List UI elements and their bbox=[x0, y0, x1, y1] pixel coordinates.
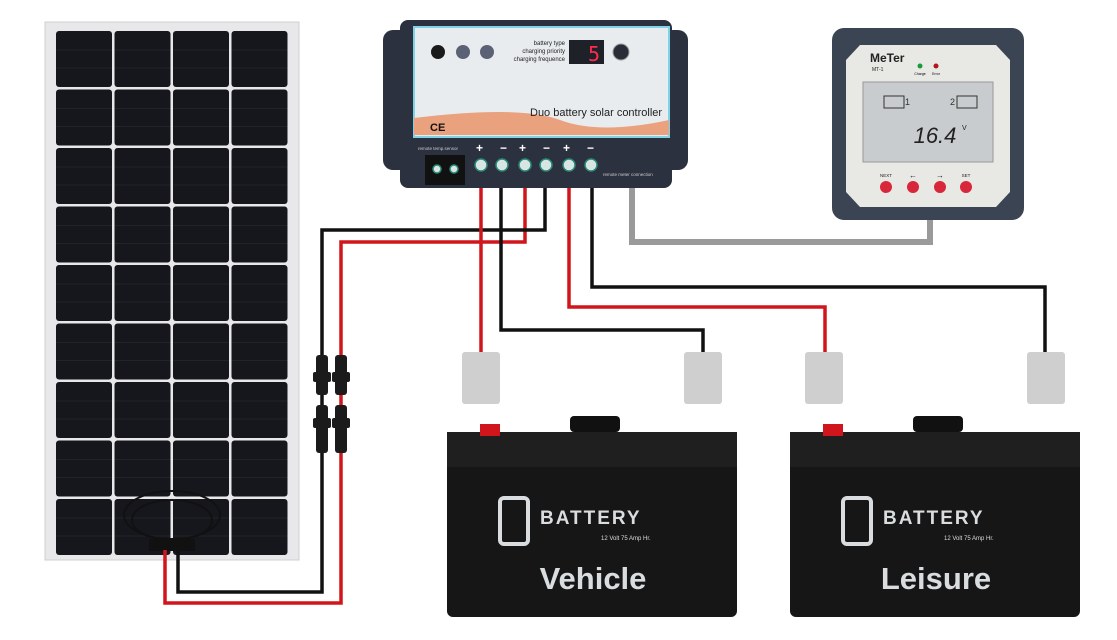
meter-cable bbox=[629, 185, 933, 245]
meter-model: MT-1 bbox=[872, 67, 884, 73]
battery-leisure: BATTERY 12 Volt 75 Amp Hr. Leisure bbox=[790, 352, 1080, 617]
remote-meter: MeTer MT-1 Charge Error 1 2 16.4 V NEXT … bbox=[832, 28, 1024, 220]
display-value: 5 bbox=[588, 42, 600, 66]
sign: − bbox=[543, 141, 550, 155]
ce-mark: CE bbox=[430, 122, 445, 134]
left-button[interactable] bbox=[907, 181, 919, 193]
battery-name: Vehicle bbox=[540, 561, 647, 596]
solar-panel bbox=[44, 21, 300, 561]
battery-brand: BATTERY bbox=[540, 508, 642, 529]
sign: − bbox=[500, 141, 507, 155]
right-label: → bbox=[936, 171, 944, 180]
menu-charging-frequence: charging frequence bbox=[514, 57, 566, 63]
terminals bbox=[432, 158, 598, 174]
remote-meter-label: remote meter connection bbox=[603, 172, 653, 177]
set-label: SET bbox=[962, 173, 971, 178]
leisure-positive-wire bbox=[567, 185, 827, 352]
terminal-pv-positive bbox=[518, 158, 532, 172]
meter-brand: MeTer bbox=[870, 51, 905, 65]
positive-clamp bbox=[462, 352, 500, 404]
positive-clamp bbox=[805, 352, 843, 404]
charge-led-label: Charge bbox=[914, 72, 926, 76]
menu-battery-type: battery type bbox=[534, 41, 566, 47]
next-label: NEXT bbox=[880, 173, 892, 178]
battery-vehicle: BATTERY 12 Volt 75 Amp Hr. Vehicle bbox=[447, 352, 737, 617]
right-button[interactable] bbox=[934, 181, 946, 193]
left-label: ← bbox=[909, 171, 917, 180]
sign: + bbox=[476, 141, 483, 155]
battery-brand: BATTERY bbox=[883, 508, 985, 529]
negative-clamp bbox=[684, 352, 722, 404]
led-display bbox=[569, 40, 604, 64]
terminal-battery1-positive bbox=[474, 158, 488, 172]
battery-name: Leisure bbox=[881, 561, 991, 596]
battery-2-index: 2 bbox=[950, 97, 955, 107]
next-button[interactable] bbox=[880, 181, 892, 193]
controller-title: Duo battery solar controller bbox=[530, 107, 662, 119]
battery-1-index: 1 bbox=[905, 97, 910, 107]
terminal-battery2-positive bbox=[562, 158, 576, 172]
set-button[interactable] bbox=[960, 181, 972, 193]
leisure-negative-wire bbox=[590, 185, 1047, 352]
junction-box-cable bbox=[123, 490, 221, 551]
menu-charging-priority: charging priority bbox=[522, 49, 565, 55]
battery-spec: 12 Volt 75 Amp Hr. bbox=[601, 536, 651, 542]
meter-reading: 16.4 bbox=[914, 123, 957, 148]
sign: − bbox=[587, 141, 594, 155]
error-led-label: Error bbox=[932, 72, 941, 76]
terminal-battery1-negative bbox=[495, 158, 509, 172]
sign: + bbox=[563, 141, 570, 155]
terminal-battery2-negative bbox=[584, 158, 598, 172]
mode-button[interactable] bbox=[612, 43, 630, 61]
remote-temp-label: remote temp.sensor bbox=[418, 146, 459, 151]
charge-controller: battery type charging priority charging … bbox=[383, 20, 688, 188]
vehicle-negative-wire bbox=[499, 185, 705, 352]
battery-spec: 12 Volt 75 Amp Hr. bbox=[944, 536, 994, 542]
terminal-pv-negative bbox=[539, 158, 553, 172]
lcd-screen bbox=[862, 81, 994, 163]
sign: + bbox=[519, 141, 526, 155]
meter-unit: V bbox=[962, 125, 967, 132]
mc4-connectors bbox=[313, 355, 350, 453]
negative-clamp bbox=[1027, 352, 1065, 404]
